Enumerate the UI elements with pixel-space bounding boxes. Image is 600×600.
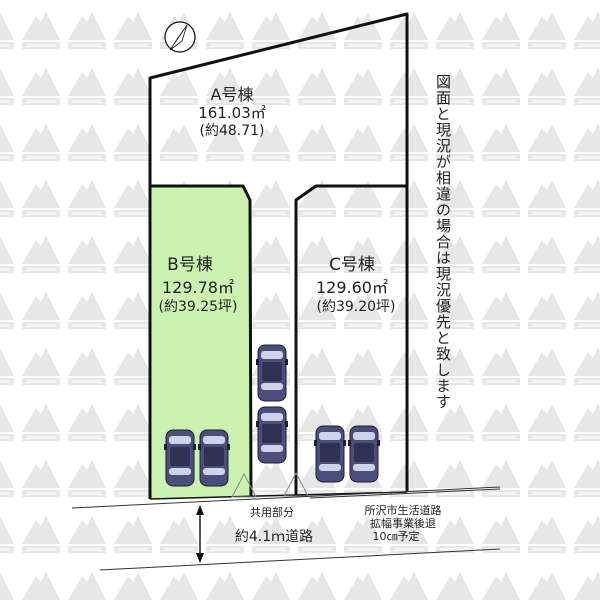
common-area-label: 共用部分 <box>250 505 294 519</box>
parking-cars <box>164 344 380 487</box>
setback-note-line3: 10㎝予定 <box>373 529 420 543</box>
lot-a-tsubo: (約48.71) <box>199 123 264 139</box>
car-icon <box>256 406 288 464</box>
road-width-arrow <box>196 505 204 563</box>
lot-b-area: 129.78㎡ <box>162 278 234 297</box>
lot-c-name: C号棟 <box>329 255 375 275</box>
setback-line <box>309 488 501 499</box>
car-icon <box>256 344 288 402</box>
road-edge-near <box>71 486 501 509</box>
lot-b-name: B号棟 <box>167 255 213 275</box>
setback-markers <box>231 471 309 498</box>
lot-b-area <box>150 186 251 499</box>
lot-c-boundary <box>294 184 407 495</box>
road-width-label: 約4.1ｍ道路 <box>235 529 313 545</box>
car-icon <box>348 425 380 483</box>
lot-b-tsubo: (約39.25坪) <box>158 299 237 315</box>
disclaimer-note: 図面と現況が相違の場合は現況優先と致します <box>434 74 452 410</box>
site-outline <box>148 12 409 499</box>
setback-note-line1: 所沢市生活道路 <box>365 503 442 517</box>
north-arrow-icon <box>164 21 196 53</box>
lot-b-boundary <box>150 184 253 498</box>
lot-a-name: A号棟 <box>211 85 254 104</box>
lot-a-area: 161.03㎡ <box>198 104 266 122</box>
road-edge-far <box>99 548 501 571</box>
setback-note-line2: 拡幅事業後退 <box>370 516 436 530</box>
car-icon <box>164 429 196 487</box>
car-icon <box>198 429 230 487</box>
lot-c-tsubo: (約39.20坪) <box>316 299 395 315</box>
car-icon <box>314 425 346 483</box>
lot-c-area: 129.60㎡ <box>316 278 388 297</box>
